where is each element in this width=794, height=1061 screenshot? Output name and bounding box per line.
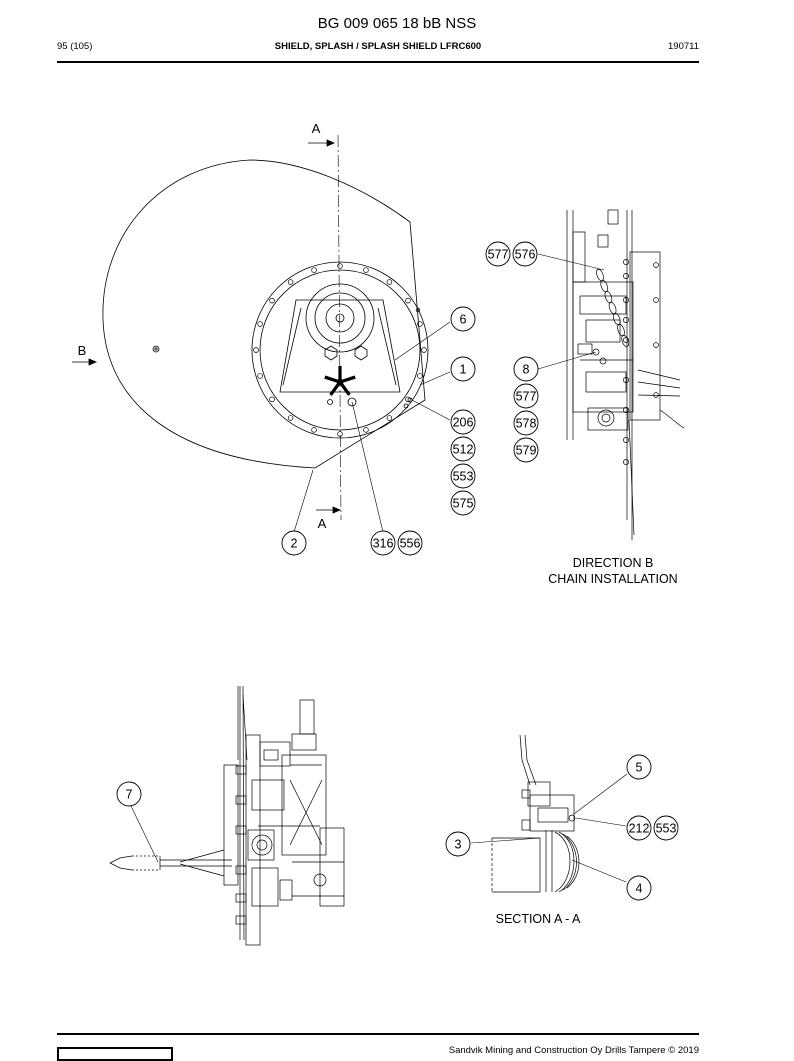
document-title: BG 009 065 18 bB NSS	[317, 15, 477, 32]
front-view	[72, 134, 429, 521]
svg-text:1: 1	[460, 363, 467, 377]
svg-text:553: 553	[453, 470, 474, 484]
callout-578: 578	[513, 410, 539, 436]
callout-4: 4	[626, 875, 652, 901]
callout-512: 512	[450, 436, 476, 462]
callout-2: 2	[281, 530, 307, 556]
direction-b-caption-1: DIRECTION B	[573, 556, 654, 570]
svg-text:3: 3	[455, 838, 462, 852]
footer-copyright: Sandvik Mining and Construction Oy Drill…	[448, 1045, 699, 1056]
header-rule	[57, 61, 699, 63]
callout-6: 6	[450, 306, 476, 332]
direction-b-caption-2: CHAIN INSTALLATION	[548, 572, 677, 586]
front-leaders	[293, 321, 451, 533]
svg-text:2: 2	[291, 537, 298, 551]
date-code: 190711	[668, 41, 699, 52]
callout-579: 579	[513, 437, 539, 463]
svg-text:577: 577	[488, 248, 509, 262]
callout-7: 7	[116, 781, 142, 807]
section-marker-top: A	[312, 121, 321, 136]
callout-553: 553	[450, 463, 476, 489]
callout-5: 5	[626, 754, 652, 780]
callout-1: 1	[450, 356, 476, 382]
callouts: 6 1 206 512 553 575 2 316 556 577 576 8 …	[116, 241, 679, 901]
svg-text:575: 575	[453, 497, 474, 511]
callout-575: 575	[450, 490, 476, 516]
svg-text:6: 6	[460, 313, 467, 327]
page-number: 95 (105)	[57, 41, 93, 52]
svg-text:556: 556	[400, 537, 421, 551]
svg-text:5: 5	[636, 761, 643, 775]
direction-marker: B	[78, 343, 87, 358]
callout-576: 576	[512, 241, 538, 267]
callout-8: 8	[513, 356, 539, 382]
section-marker-bottom: A	[318, 516, 327, 531]
side-view	[109, 685, 345, 946]
svg-text:212: 212	[629, 822, 650, 836]
svg-text:577: 577	[516, 390, 537, 404]
svg-text:316: 316	[373, 537, 394, 551]
side-leader	[130, 805, 159, 863]
callout-316: 316	[370, 530, 396, 556]
svg-text:579: 579	[516, 444, 537, 458]
callout-577-top: 577	[485, 241, 511, 267]
callout-206: 206	[450, 409, 476, 435]
svg-text:553: 553	[656, 822, 677, 836]
callout-577: 577	[513, 383, 539, 409]
callout-553-section: 553	[653, 815, 679, 841]
callout-212: 212	[626, 815, 652, 841]
direction-b-leaders	[537, 253, 605, 370]
section-aa-view	[491, 734, 580, 893]
document-subject: SHIELD, SPLASH / SPLASH SHIELD LFRC600	[274, 41, 482, 52]
svg-text:206: 206	[453, 416, 474, 430]
section-aa-caption: SECTION A - A	[496, 912, 581, 926]
footer-rule	[57, 1033, 699, 1035]
section-aa-leaders	[470, 773, 628, 883]
callout-3: 3	[445, 831, 471, 857]
svg-text:8: 8	[523, 363, 530, 377]
svg-text:4: 4	[636, 882, 643, 896]
sandvik-logo	[57, 1047, 173, 1061]
svg-text:578: 578	[516, 417, 537, 431]
svg-text:512: 512	[453, 443, 474, 457]
direction-b-view	[566, 209, 685, 540]
svg-text:576: 576	[515, 248, 536, 262]
callout-556: 556	[397, 530, 423, 556]
svg-text:7: 7	[126, 788, 133, 802]
